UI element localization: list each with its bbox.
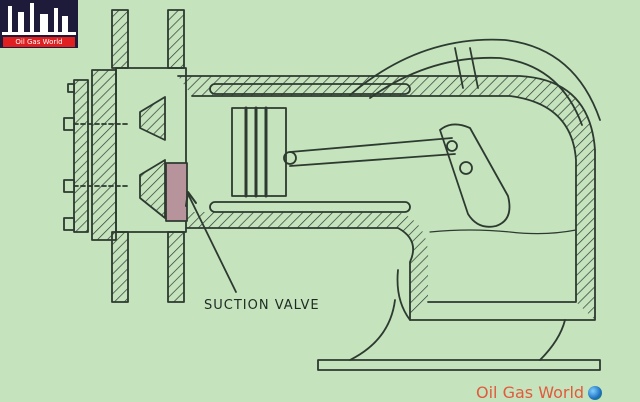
base-leg-right: [539, 319, 566, 361]
watermark: Oil Gas World: [476, 383, 603, 402]
watermark-text: Oil Gas World: [476, 383, 585, 402]
crank-pin-lower: [459, 161, 473, 175]
base-leg-left: [349, 299, 396, 361]
suction-valve-label: SUCTION VALVE: [204, 298, 320, 313]
water-jacket-lower: [209, 201, 411, 213]
pipe-wall-right-lower: [167, 231, 185, 303]
globe-icon: [588, 386, 603, 400]
discharge-valve: [139, 96, 166, 141]
connecting-rod: [289, 137, 453, 153]
flange-body: [91, 69, 117, 241]
housing-hatch-bottom: [186, 212, 429, 320]
pump-base: [317, 359, 601, 371]
pipe-wall-right: [167, 9, 185, 69]
flange-plate: [73, 79, 89, 233]
flange-bolts: [63, 83, 131, 231]
water-jacket-upper: [209, 83, 411, 95]
crank-pin-upper: [446, 140, 458, 152]
label-leader-line: [187, 193, 237, 293]
pipe-wall-left: [111, 9, 129, 69]
refinery-towers-icon: [2, 3, 76, 35]
valve-seat: [139, 159, 166, 219]
pipe-wall-left-lower: [111, 231, 129, 303]
suction-valve-disc: [165, 162, 188, 222]
oil-level: [429, 229, 577, 235]
flywheel: [349, 38, 601, 121]
label-arrowhead: [185, 191, 197, 207]
logo: Oil Gas World: [0, 0, 78, 48]
crank-arm: [439, 123, 511, 228]
valve-chamber: [115, 67, 187, 233]
logo-text: Oil Gas World: [3, 37, 75, 47]
housing-hatch-top: [178, 76, 595, 320]
piston: [231, 107, 287, 197]
cylinder-top-wall: [177, 75, 596, 321]
connecting-rod: [289, 153, 456, 167]
cylinder-top-wall-inner: [191, 95, 577, 303]
